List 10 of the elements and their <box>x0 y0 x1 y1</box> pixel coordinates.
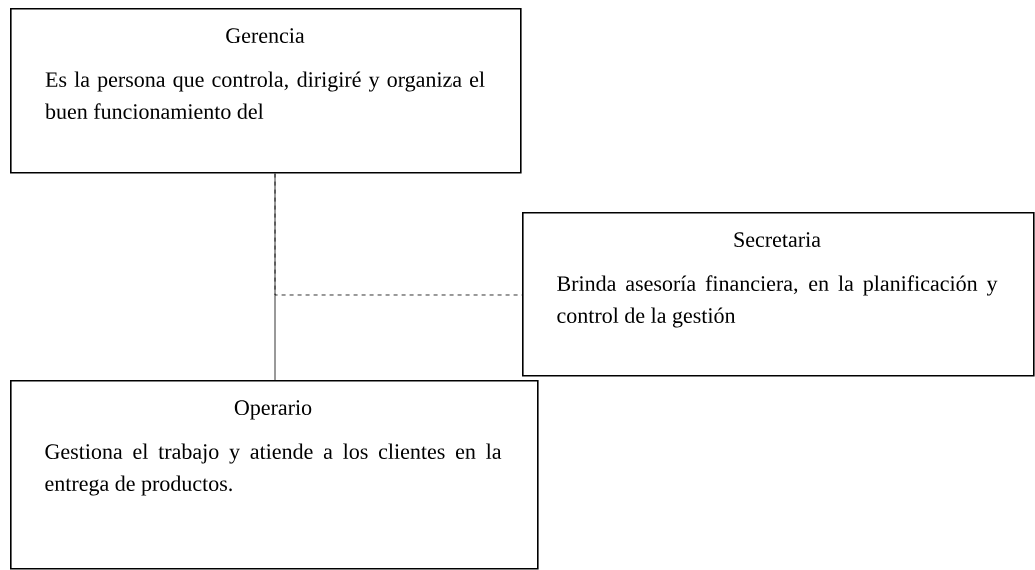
node-label: Gestiona el trabajo y atiende a los clientes en la entrega de productos. <box>45 443 502 496</box>
node-label: Brinda asesoría financiera, en la planificación y control de la gestión <box>557 275 998 328</box>
node-label: Es la persona que controla, dirigiré y organiza el buen funcionamiento del <box>45 71 485 120</box>
connector-line <box>274 173 523 296</box>
node-label: Operario <box>234 400 312 420</box>
node-label: Secretaria <box>734 232 821 248</box>
node-label: Gerencia <box>226 28 305 44</box>
org-box <box>522 212 1035 377</box>
org-box <box>10 380 539 570</box>
org-box <box>10 8 522 174</box>
